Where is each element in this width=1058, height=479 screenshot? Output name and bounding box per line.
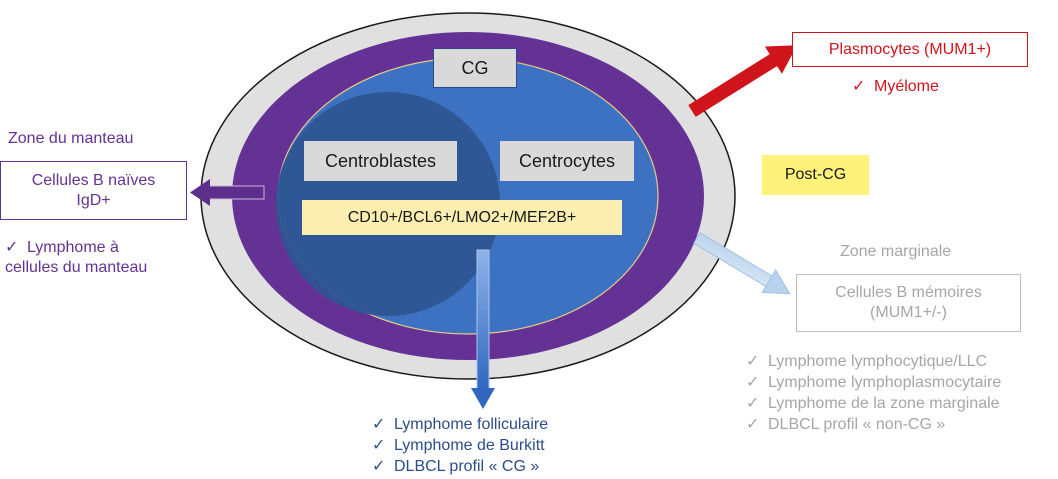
centrocytes-box: Centrocytes (500, 141, 634, 181)
check-icon: ✓ (372, 416, 386, 433)
memory-b-cells-box: Cellules B mémoires (MUM1+/-) (796, 274, 1021, 332)
list-item: ✓DLBCL profil « non-CG » (746, 416, 946, 433)
check-icon: ✓ (746, 374, 760, 391)
centroblasts-label: Centroblastes (324, 150, 437, 171)
plasma-arrow (688, 45, 798, 117)
check-icon: ✓ (372, 437, 386, 454)
plasma-cells-label: Plasmocytes (MUM1+) (828, 40, 992, 58)
list-item: ✓Lymphome de la zone marginale (746, 395, 1000, 412)
myeloma-label: Myélome (874, 78, 939, 95)
naive-b-cells-line1: Cellules B naïves (31, 171, 156, 189)
mantle-lymphoma-line2: cellules du manteau (5, 259, 148, 276)
cg-label-box: CG (433, 48, 517, 88)
memory-arrow (693, 232, 791, 295)
check-icon: ✓ (746, 395, 760, 412)
mantle-lymphoma: ✓ Lymphome à cellules du manteau (5, 238, 147, 278)
post-cg-box: Post-CG (762, 155, 869, 195)
list-item: ✓Lymphome lymphocytique/LLC (746, 353, 988, 370)
marginal-zone-label: Zone marginale (840, 243, 952, 260)
list-item: ✓DLBCL profil « CG » (372, 458, 540, 475)
cg-label: CG (461, 57, 489, 78)
list-item: ✓Lymphome lymphoplasmocytaire (746, 374, 1002, 391)
mantle-arrow (190, 179, 265, 206)
check-icon: ✓ (372, 458, 386, 475)
check-icon: ✓ (5, 239, 19, 256)
list-item: ✓Lymphome folliculaire (372, 416, 549, 433)
follicular-arrow (471, 249, 495, 409)
markers-box: CD10+/BCL6+/LMO2+/MEF2B+ (302, 200, 622, 235)
check-icon: ✓ (746, 353, 760, 370)
mantle-lymphoma-line1: Lymphome à (27, 239, 119, 256)
post-cg-label: Post-CG (784, 166, 847, 183)
check-icon: ✓ (746, 416, 760, 433)
list-item: ✓Lymphome de Burkitt (372, 437, 545, 454)
centroblasts-box: Centroblastes (304, 141, 457, 181)
naive-b-cells-box: Cellules B naïves IgD+ (0, 161, 187, 220)
memory-b-cells-line1: Cellules B mémoires (835, 284, 982, 301)
naive-b-cells-line2: IgD+ (76, 191, 111, 209)
check-icon: ✓ (852, 78, 866, 95)
gc-disease-list: ✓Lymphome folliculaire ✓Lymphome de Burk… (372, 414, 548, 477)
marginal-disease-list: ✓Lymphome lymphocytique/LLC ✓Lymphome ly… (746, 351, 1001, 435)
memory-b-cells-line2: (MUM1+/-) (870, 304, 947, 321)
mantle-zone-label: Zone du manteau (8, 130, 134, 147)
plasma-cells-box: Plasmocytes (MUM1+) (792, 32, 1028, 67)
myeloma-item: ✓ Myélome (852, 76, 939, 96)
markers-label: CD10+/BCL6+/LMO2+/MEF2B+ (347, 208, 577, 226)
centrocytes-label: Centrocytes (518, 150, 616, 171)
